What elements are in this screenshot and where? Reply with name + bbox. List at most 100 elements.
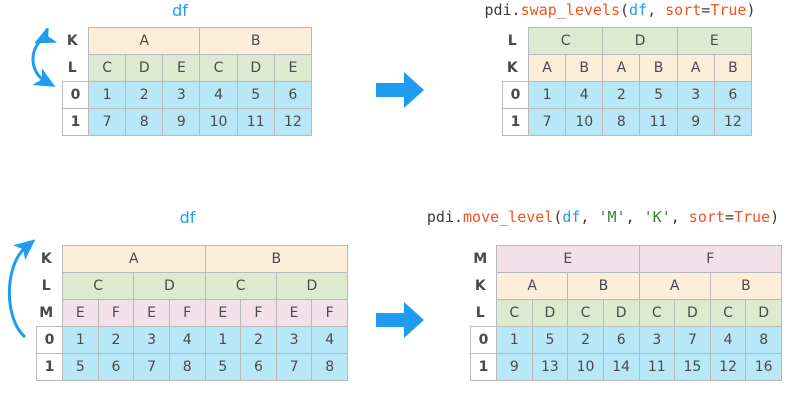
value-cell: 14 bbox=[602, 353, 640, 381]
header-cell: E bbox=[275, 299, 313, 327]
value-cell: 12 bbox=[709, 353, 747, 381]
value-cell: 8 bbox=[168, 353, 206, 381]
code-token-3: df bbox=[629, 1, 648, 19]
source-caption-df-top: df bbox=[172, 1, 188, 20]
code-token-4: , bbox=[580, 208, 599, 226]
value-cell: 5 bbox=[236, 81, 275, 109]
header-cell: D bbox=[236, 54, 275, 82]
code-token-5: 'M' bbox=[598, 208, 626, 226]
value-cell: 3 bbox=[638, 326, 676, 354]
source-caption-df-bottom: df bbox=[179, 208, 196, 227]
value-cell: 15 bbox=[674, 353, 711, 381]
transform-arrow-move bbox=[374, 300, 426, 344]
index-cell: 0 bbox=[470, 326, 497, 354]
value-cell: 1 bbox=[496, 326, 533, 354]
header-cell: C bbox=[87, 54, 127, 82]
header-cell: B bbox=[204, 245, 348, 273]
code-token-3: df bbox=[562, 208, 581, 226]
header-cell: D bbox=[745, 299, 782, 327]
header-cell: E bbox=[676, 27, 753, 55]
code-token-12: ) bbox=[770, 208, 780, 226]
value-cell: 5 bbox=[531, 326, 569, 354]
level-label-K: K bbox=[506, 59, 518, 76]
code-token-7: 'K' bbox=[643, 208, 671, 226]
swap-levels-curved-arrow bbox=[31, 28, 58, 87]
value-cell: 2 bbox=[240, 326, 277, 354]
value-cell: 12 bbox=[273, 108, 313, 136]
value-cell: 8 bbox=[745, 326, 782, 354]
code-token-0: pdi. bbox=[426, 208, 464, 226]
code-token-8: , bbox=[670, 208, 689, 226]
header-cell: A bbox=[495, 272, 569, 300]
value-cell: 5 bbox=[62, 353, 99, 381]
code-token-0: pdi. bbox=[484, 1, 521, 19]
value-cell: 1 bbox=[62, 326, 99, 354]
header-cell: D bbox=[531, 299, 569, 327]
level-label-K: K bbox=[474, 278, 486, 294]
code-token-1: swap_levels bbox=[520, 1, 620, 19]
value-cell: 5 bbox=[639, 81, 678, 109]
move-level-curved-arrow bbox=[7, 239, 36, 339]
value-cell: 6 bbox=[97, 353, 135, 381]
header-cell: F bbox=[168, 299, 206, 327]
value-cell: 1 bbox=[527, 81, 567, 109]
header-cell: F bbox=[97, 299, 135, 327]
header-cell: A bbox=[87, 27, 201, 55]
header-cell: D bbox=[133, 272, 206, 300]
index-cell: 0 bbox=[36, 326, 63, 354]
value-cell: 3 bbox=[676, 81, 715, 109]
value-cell: 6 bbox=[713, 81, 753, 109]
value-cell: 10 bbox=[199, 108, 238, 136]
value-cell: 1 bbox=[87, 81, 127, 109]
value-cell: 2 bbox=[125, 81, 164, 109]
header-cell: C bbox=[527, 27, 604, 55]
header-cell: B bbox=[713, 54, 753, 82]
header-cell: E bbox=[62, 299, 99, 327]
header-cell: D bbox=[602, 27, 678, 55]
value-cell: 6 bbox=[273, 81, 313, 109]
value-cell: 1 bbox=[204, 326, 242, 354]
header-cell: D bbox=[602, 299, 640, 327]
header-cell: B bbox=[567, 272, 640, 300]
code-token-9: sort bbox=[688, 208, 725, 226]
level-label-L: L bbox=[67, 59, 77, 76]
code-token-6: = bbox=[701, 1, 711, 19]
index-cell: 1 bbox=[470, 353, 497, 381]
header-cell: F bbox=[311, 299, 348, 327]
value-cell: 5 bbox=[204, 353, 242, 381]
value-cell: 4 bbox=[199, 81, 238, 109]
header-cell: C bbox=[638, 299, 676, 327]
index-cell: 1 bbox=[36, 353, 63, 381]
header-cell: A bbox=[62, 245, 206, 273]
header-cell: B bbox=[709, 272, 783, 300]
code-token-11: True bbox=[733, 208, 771, 226]
value-cell: 13 bbox=[531, 353, 569, 381]
result-caption-swap-levels: pdi.swap_levels(df, sort=True) bbox=[440, 3, 800, 18]
value-cell: 8 bbox=[602, 108, 641, 136]
header-cell: A bbox=[638, 272, 711, 300]
level-label-M: M bbox=[473, 251, 488, 267]
value-cell: 2 bbox=[97, 326, 135, 354]
value-cell: 4 bbox=[709, 326, 747, 354]
value-cell: 9 bbox=[676, 108, 715, 136]
